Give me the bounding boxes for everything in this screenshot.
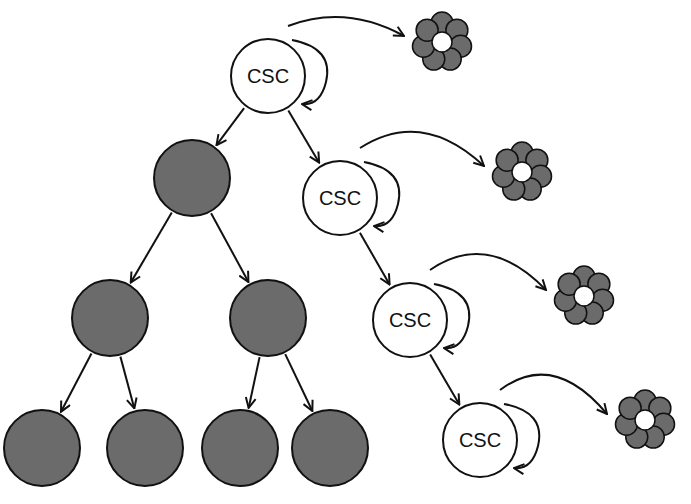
self-renewal-lineage-arrow (288, 110, 319, 162)
cell-label: CSC (247, 65, 289, 88)
cell-label: CSC (389, 309, 431, 332)
self-renewal-lineage-arrow (430, 355, 459, 405)
tumorsphere (412, 12, 471, 70)
stem-cell-circle: CSC (372, 282, 448, 358)
lineage-arrow (131, 213, 172, 283)
differentiated-cell (154, 140, 230, 216)
tumorsphere (554, 266, 613, 324)
lineage-arrow (61, 353, 91, 411)
cell-label: CSC (459, 429, 501, 452)
differentiated-cell (292, 410, 368, 486)
differentiated-cell (202, 410, 278, 486)
differentiated-cell (230, 280, 306, 356)
sphere-formation-arrow (288, 17, 404, 36)
lineage-arrow (216, 108, 244, 145)
differentiated-cell (107, 410, 183, 486)
stem-cell-circle: CSC (442, 402, 518, 478)
lineage-arrow (285, 354, 312, 411)
tumorsphere (492, 142, 551, 200)
tumorsphere (615, 390, 674, 448)
differentiated-cell (4, 410, 80, 486)
sphere-formation-arrow (430, 254, 546, 290)
sphere-formation-arrow (360, 132, 484, 166)
self-renewal-lineage-arrow (360, 233, 390, 285)
cell-label: CSC (319, 187, 361, 210)
differentiated-cell (72, 280, 148, 356)
stem-cell-circle: CSC (302, 160, 378, 236)
sphere-formation-arrow (500, 375, 607, 414)
lineage-arrow (211, 213, 248, 282)
lineage-arrow (249, 357, 260, 408)
lineage-arrow (120, 357, 134, 409)
stem-cell-circle: CSC (230, 38, 306, 114)
